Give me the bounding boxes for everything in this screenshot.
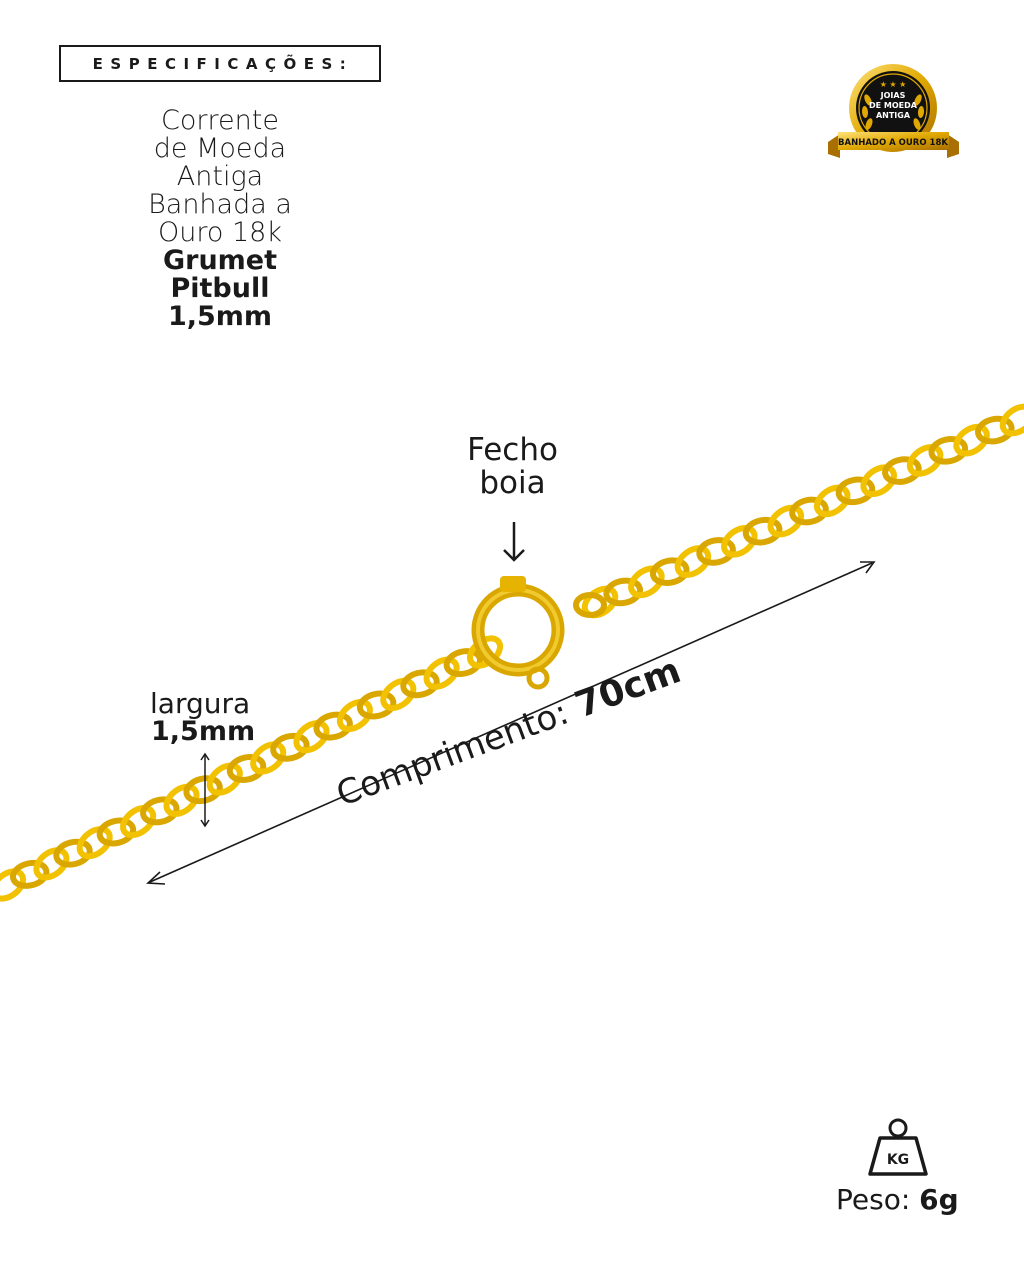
weight-annotation: Peso: 6g — [836, 1183, 959, 1216]
chain-link — [999, 403, 1024, 437]
chain-link — [928, 436, 969, 465]
chain-link — [96, 817, 137, 847]
seal-line: DE MOEDA — [869, 101, 918, 110]
description-line: Banhada a — [148, 189, 292, 220]
chain-link — [76, 826, 113, 860]
seal-ribbon — [838, 132, 949, 150]
weight-value: 6g — [919, 1183, 959, 1216]
chain-link — [120, 804, 157, 839]
chain-link — [53, 838, 93, 868]
weight-label: Peso: — [836, 1183, 911, 1216]
chain-link — [270, 732, 310, 762]
chain-link — [696, 537, 736, 566]
chain-link — [974, 415, 1015, 445]
chain-link — [336, 698, 373, 733]
model-name-line: Grumet — [162, 245, 278, 276]
width-label: largura — [150, 687, 251, 720]
chain-link — [206, 762, 243, 796]
chain-link — [9, 859, 50, 889]
chain-link — [443, 648, 484, 678]
chain-link — [250, 741, 287, 775]
chain-link — [721, 524, 758, 558]
chain-link — [313, 711, 353, 741]
seal-line: ANTIGA — [876, 111, 911, 120]
description-line: Ouro 18k — [158, 217, 282, 248]
chain-link — [835, 476, 876, 506]
chain-link — [226, 754, 267, 783]
chain-link — [628, 565, 665, 599]
seal-inner-disc — [856, 71, 930, 145]
product-description: Corrente de Moeda Antiga Banhada a Ouro … — [120, 107, 320, 331]
clasp-label: Fecho boia — [440, 434, 585, 500]
clasp-label-line: boia — [479, 465, 546, 501]
chain-link — [140, 796, 180, 826]
chain-link — [400, 669, 440, 699]
width-value: 1,5mm — [151, 716, 256, 747]
model-width-line: 1,5mm — [167, 301, 273, 332]
description-line: Corrente — [161, 105, 279, 136]
chain-link — [423, 656, 460, 690]
chain-link — [882, 456, 922, 485]
seal-line: JOIAS — [880, 91, 906, 100]
stars-icon: ★ ★ ★ — [880, 80, 907, 89]
chain-link — [906, 444, 944, 477]
chain-link — [356, 690, 397, 720]
chain-link — [603, 577, 644, 607]
model-name-line: Pitbull — [170, 273, 270, 304]
chain-link — [0, 868, 27, 902]
chain-link — [33, 847, 70, 881]
description-line: Antiga — [176, 161, 264, 192]
chain-link — [674, 545, 712, 578]
chain-link — [742, 516, 783, 546]
clasp-label-line: Fecho — [467, 432, 558, 468]
chain-link — [293, 720, 330, 754]
chain-link — [813, 484, 851, 518]
weight-kg-icon: KG — [868, 1118, 928, 1176]
gold-seal-badge: ★ ★ ★ JOIAS DE MOEDA ANTIGA BANHADO A OU… — [828, 64, 959, 158]
chain-link — [860, 464, 897, 498]
description-line: de Moeda — [153, 133, 287, 164]
down-arrow-icon — [503, 522, 525, 562]
chain-link — [789, 496, 829, 526]
laurel-icon — [861, 94, 925, 130]
chain-link — [380, 677, 417, 711]
chain-link — [767, 504, 805, 538]
seal-ribbon-text: BANHADO A OURO 18K — [838, 138, 948, 148]
spring-ring-clasp — [471, 576, 607, 690]
chain-link — [163, 783, 200, 817]
chain-link — [649, 557, 690, 586]
width-arrow-icon — [200, 752, 210, 828]
weight-icon-text: KG — [887, 1152, 909, 1168]
chain-link — [183, 775, 223, 805]
chain-link — [953, 423, 990, 457]
specifications-header: ESPECIFICAÇÕES: — [59, 45, 381, 82]
